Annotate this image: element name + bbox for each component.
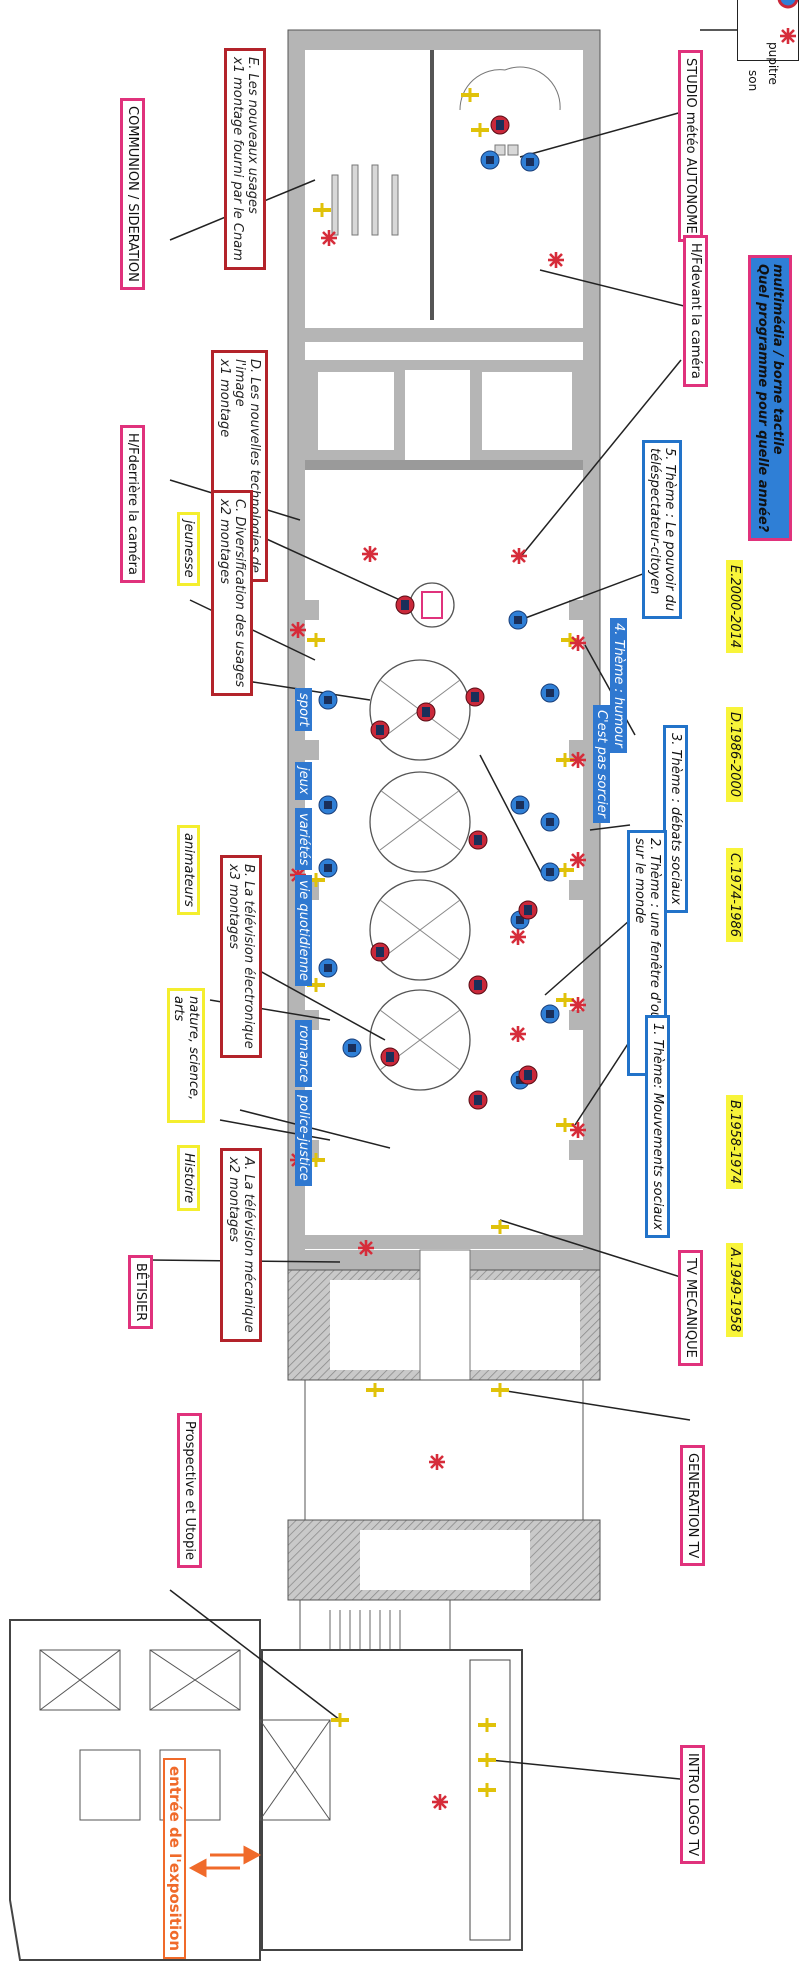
building-walls — [9, 29, 601, 1961]
label-period-d: D.1986-2000 — [726, 707, 743, 803]
label-generation-tv: GENERATION TV — [680, 1445, 705, 1567]
label-romance: romance — [295, 1020, 312, 1088]
label-studio: STUDIO météo AUTONOME — [678, 50, 703, 242]
connector-lines — [149, 29, 757, 1781]
label-diversification: C. Diversification des usages x2 montage… — [211, 490, 253, 697]
label-betisier: BÊTISIER — [128, 1255, 153, 1330]
label-period-b: B.1958-1974 — [726, 1095, 743, 1189]
label-electronic-tv: B. La télévision électronique x3 montage… — [220, 855, 262, 1058]
label-communion: COMMUNION / SIDERATION — [120, 98, 145, 290]
label-police-justice: police-justice — [295, 1090, 312, 1186]
label-histoire: Histoire — [177, 1145, 200, 1212]
label-period-a: A.1949-1958 — [726, 1243, 743, 1338]
label-intro-logo: INTRO LOGO TV — [680, 1745, 705, 1865]
label-multimedia: multimédia / borne tactile Quel programm… — [748, 255, 792, 542]
entrance-arrow-icon — [188, 1845, 262, 1878]
red-blue-monitor-icon — [777, 0, 798, 9]
label-vie-quotidienne: vie quotidienne — [295, 875, 312, 986]
label-tv-mecanique: TV MECANIQUE — [678, 1250, 703, 1366]
round-display-details — [379, 591, 461, 1071]
legend-box — [737, 0, 799, 61]
label-jeunesse: jeunesse — [177, 512, 200, 586]
studio-fixtures — [331, 66, 561, 236]
label-new-uses: E. Les nouveaux usages x1 montage fourni… — [224, 48, 266, 270]
red-star-icon — [778, 26, 798, 46]
label-theme-4: 4. Thème : humour — [610, 618, 627, 753]
label-sport: sport — [295, 688, 312, 732]
legend-label-son: son — [746, 70, 760, 92]
label-animateurs: animateurs — [177, 825, 200, 915]
legend-label-pupitre: pupitre — [766, 42, 780, 85]
label-hf-derriere: H/Fderrière la caméra — [120, 425, 145, 583]
label-cest-pas-sorcier: C'est pas sorcier — [593, 705, 610, 823]
label-prospective: Prospective et Utopie — [177, 1413, 202, 1568]
label-period-c: C.1974-1986 — [726, 848, 743, 943]
label-theme-5: 5. Thème : Le pouvoir du téléspectateur-… — [642, 440, 682, 620]
label-nature-science-arts: nature, science, arts — [167, 988, 205, 1123]
label-mechanical-tv: A. La télévision mécanique x2 montages — [220, 1148, 262, 1342]
label-period-e: E.2000-2014 — [726, 560, 743, 654]
legend-icons — [777, 0, 798, 46]
label-hf-devant: H/Fdevant la caméra — [683, 235, 708, 387]
label-varietes: variétés — [295, 808, 312, 871]
label-jeux: jeux — [295, 762, 312, 800]
label-theme-1: 1. Thème: Mouvements sociaux — [645, 1015, 670, 1239]
label-entrance: entrée de l'exposition — [163, 1758, 186, 1960]
